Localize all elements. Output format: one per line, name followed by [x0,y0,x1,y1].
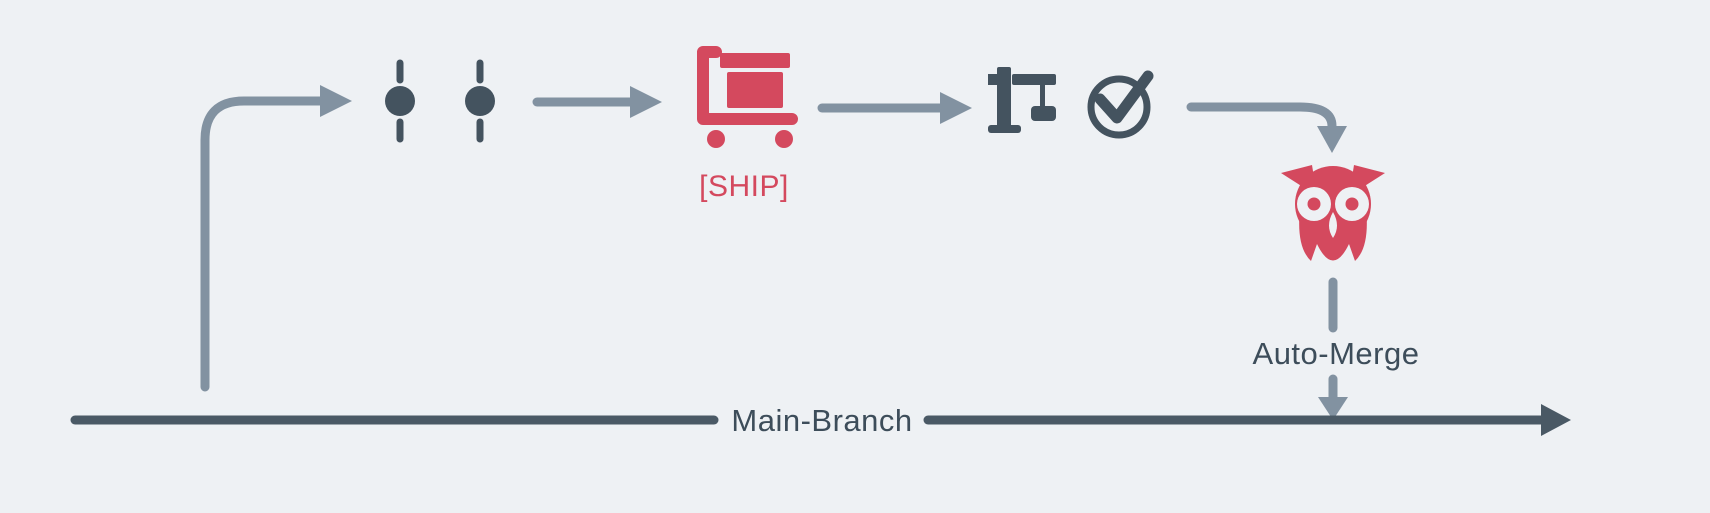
arrowhead [1318,397,1348,420]
arrowhead [320,85,352,117]
cart-wheel [775,130,793,148]
feature-branch-arrow [200,85,352,392]
check-ring [1087,75,1151,139]
crane-tower [997,67,1011,128]
check-circle-icon [1087,70,1154,139]
crane-cable [1040,85,1045,108]
crane-load [1031,106,1056,121]
main-branch-line [70,404,1571,436]
crane-flag [988,74,998,85]
cart-box [727,72,783,108]
owl-pupil [1345,197,1359,211]
cart-wheel [707,130,725,148]
crane-jib [1012,74,1056,85]
commit-dot [465,86,495,116]
crane-base [988,125,1021,133]
arrow-line [1186,102,1337,131]
commit-dot [385,86,415,116]
owl-bot-icon [1281,165,1385,261]
auto-merge-label: Auto-Merge [1253,336,1420,371]
feature-branch-line [200,96,325,392]
arrowhead [630,86,662,118]
git-commit-icon [465,59,495,143]
arrowhead [1541,404,1571,436]
git-commit-icon [385,59,415,143]
shipping-cart-icon [697,46,798,148]
check-mark [1094,70,1154,124]
arrow-commits-to-ship [532,86,662,118]
arrowhead [940,92,972,124]
cart-handle-platform [697,46,798,125]
merge-arrow [1318,374,1348,420]
arrow-ship-to-build [817,92,972,124]
main-branch-label: Main-Branch [731,403,912,438]
arrow-to-bot [1186,102,1347,153]
cart-box-lid [720,53,790,68]
ship-tag-label: [SHIP] [699,170,789,203]
owl-pupil [1307,197,1321,211]
build-crane-icon [988,67,1056,133]
arrowhead [1317,126,1347,153]
owl-beak [1329,212,1337,238]
